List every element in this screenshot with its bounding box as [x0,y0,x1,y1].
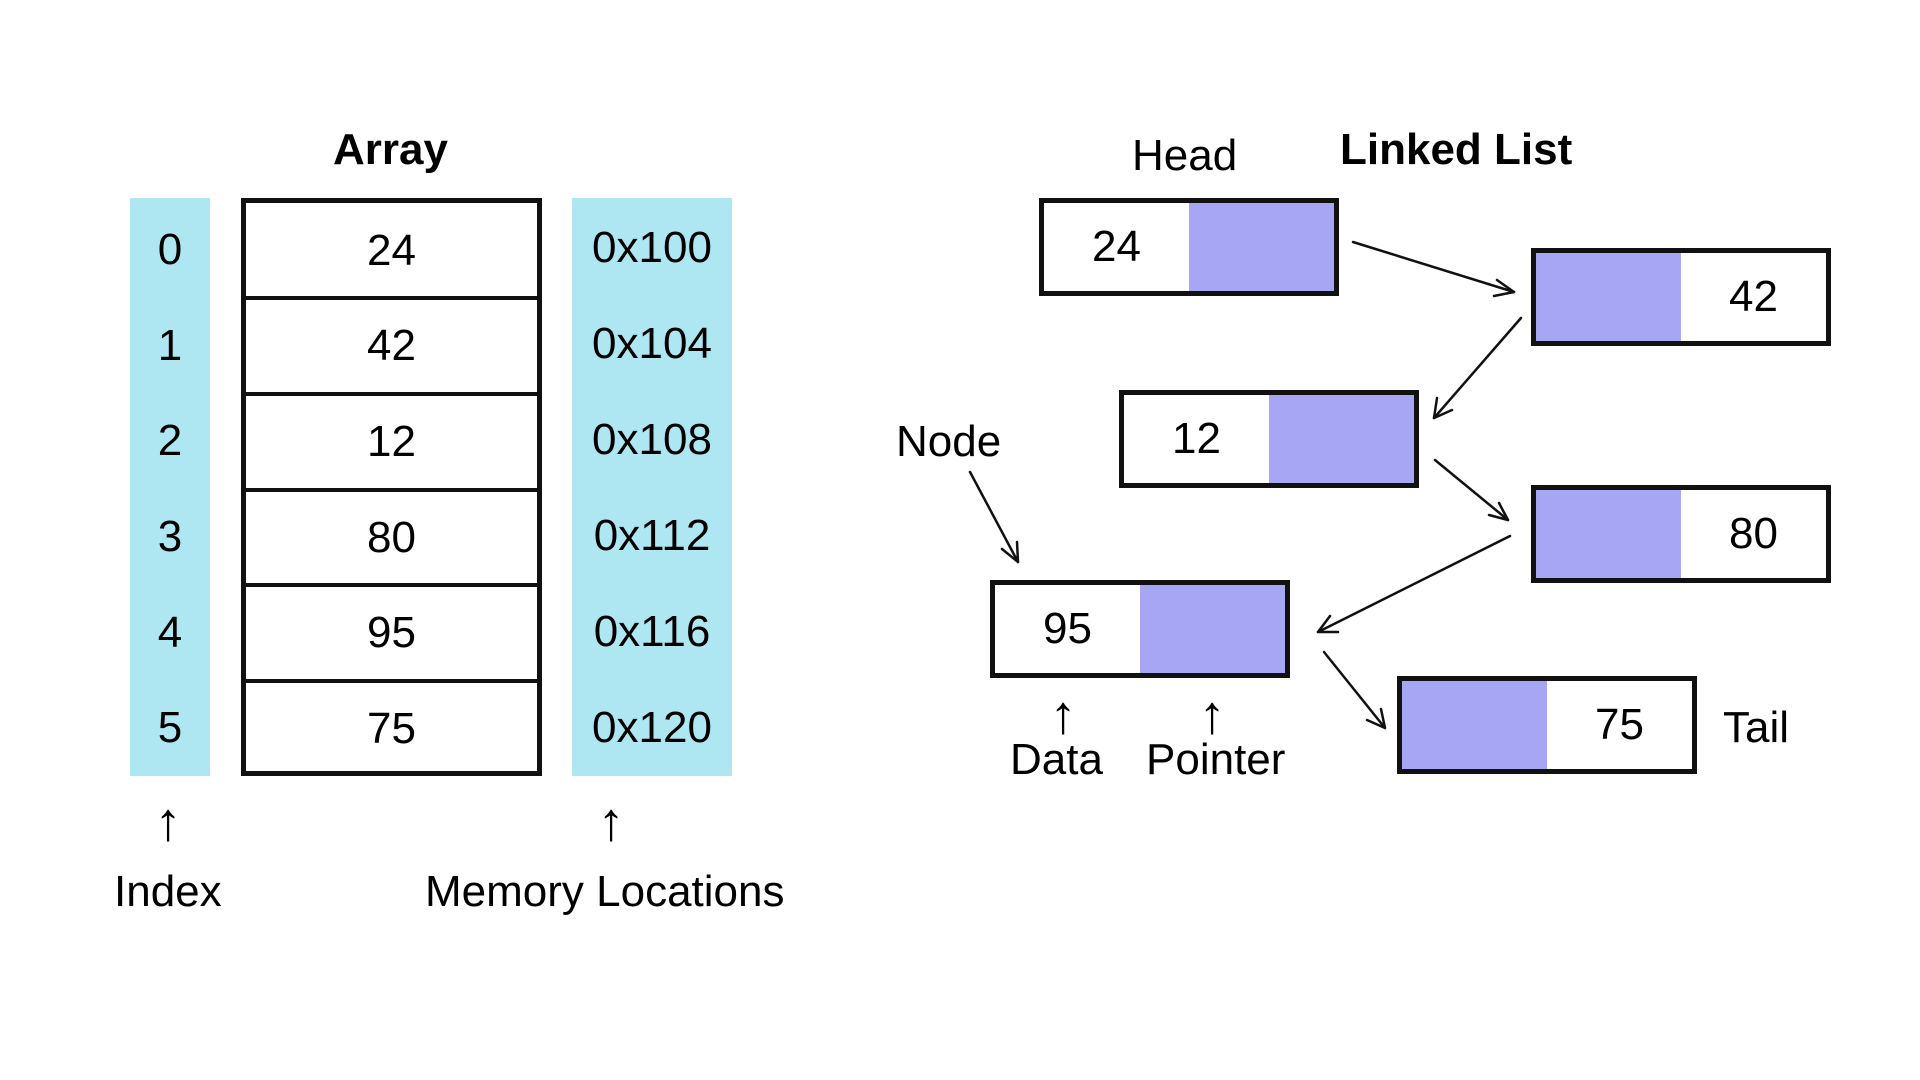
tail-label: Tail [1723,703,1790,752]
node-80: 80 [1531,485,1831,583]
address-5: 0x120 [592,703,712,752]
array-title: Array [333,125,448,174]
index-0: 0 [157,225,183,274]
array-box: 24 42 12 80 95 75 [241,198,542,776]
index-up-arrow-icon: ↑ [154,792,182,852]
array-value: 80 [367,512,416,562]
address-1: 0x104 [592,319,712,368]
node-pointer [1402,681,1547,769]
node-data: 12 [1172,414,1221,463]
address-4: 0x116 [593,607,711,656]
array-divider [246,392,537,396]
node-75: 75 [1397,676,1697,774]
index-3: 3 [157,512,183,561]
array-divider [246,296,537,300]
array-divider [246,679,537,683]
array-cell-1: 42 [246,298,537,393]
node-pointer [1269,395,1414,483]
node-data: 24 [1092,222,1141,271]
index-1: 1 [157,321,183,370]
data-label: Data [1010,735,1103,784]
memory-locations-label: Memory Locations [425,867,785,916]
node-pointer [1536,490,1681,578]
arrow-24-to-42 [1351,240,1516,298]
arrow-95-to-75 [1322,650,1387,730]
index-5: 5 [157,703,183,752]
node-data: 95 [1043,604,1092,653]
arrow-42-to-12 [1432,316,1523,420]
array-value: 12 [367,416,416,466]
data-up-arrow-icon: ↑ [1049,685,1077,745]
array-divider [246,488,537,492]
index-column [130,198,210,776]
node-data: 42 [1729,272,1778,321]
arrow-80-to-95 [1316,534,1512,634]
array-value: 95 [367,607,416,657]
linked-list-title: Linked List [1340,125,1573,174]
address-2: 0x108 [592,415,712,464]
memory-up-arrow-icon: ↑ [597,792,625,852]
pointer-up-arrow-icon: ↑ [1198,685,1226,745]
node-12: 12 [1119,390,1419,488]
array-cell-0: 24 [246,203,537,298]
node-data: 80 [1729,509,1778,558]
node-pointer [1536,253,1681,341]
memory-column [572,198,732,776]
array-value: 75 [367,703,416,753]
arrow-12-to-80 [1433,458,1510,522]
array-cell-5: 75 [246,681,537,776]
pointer-label: Pointer [1146,735,1286,784]
arrow-node-label [968,470,1020,564]
node-42: 42 [1531,248,1831,346]
array-cell-3: 80 [246,490,537,585]
node-label: Node [896,417,1002,466]
node-24: 24 [1039,198,1339,296]
node-pointer [1189,203,1334,291]
array-divider [246,583,537,587]
index-2: 2 [157,416,183,465]
array-cell-2: 12 [246,394,537,489]
index-4: 4 [157,608,183,657]
index-label: Index [114,867,222,916]
array-value: 42 [367,320,416,370]
head-label: Head [1132,131,1238,180]
address-3: 0x112 [593,511,711,560]
address-0: 0x100 [592,223,712,272]
array-value: 24 [367,225,416,275]
node-data: 75 [1595,700,1644,749]
array-cell-4: 95 [246,585,537,680]
node-pointer [1140,585,1285,673]
node-95: 95 [990,580,1290,678]
